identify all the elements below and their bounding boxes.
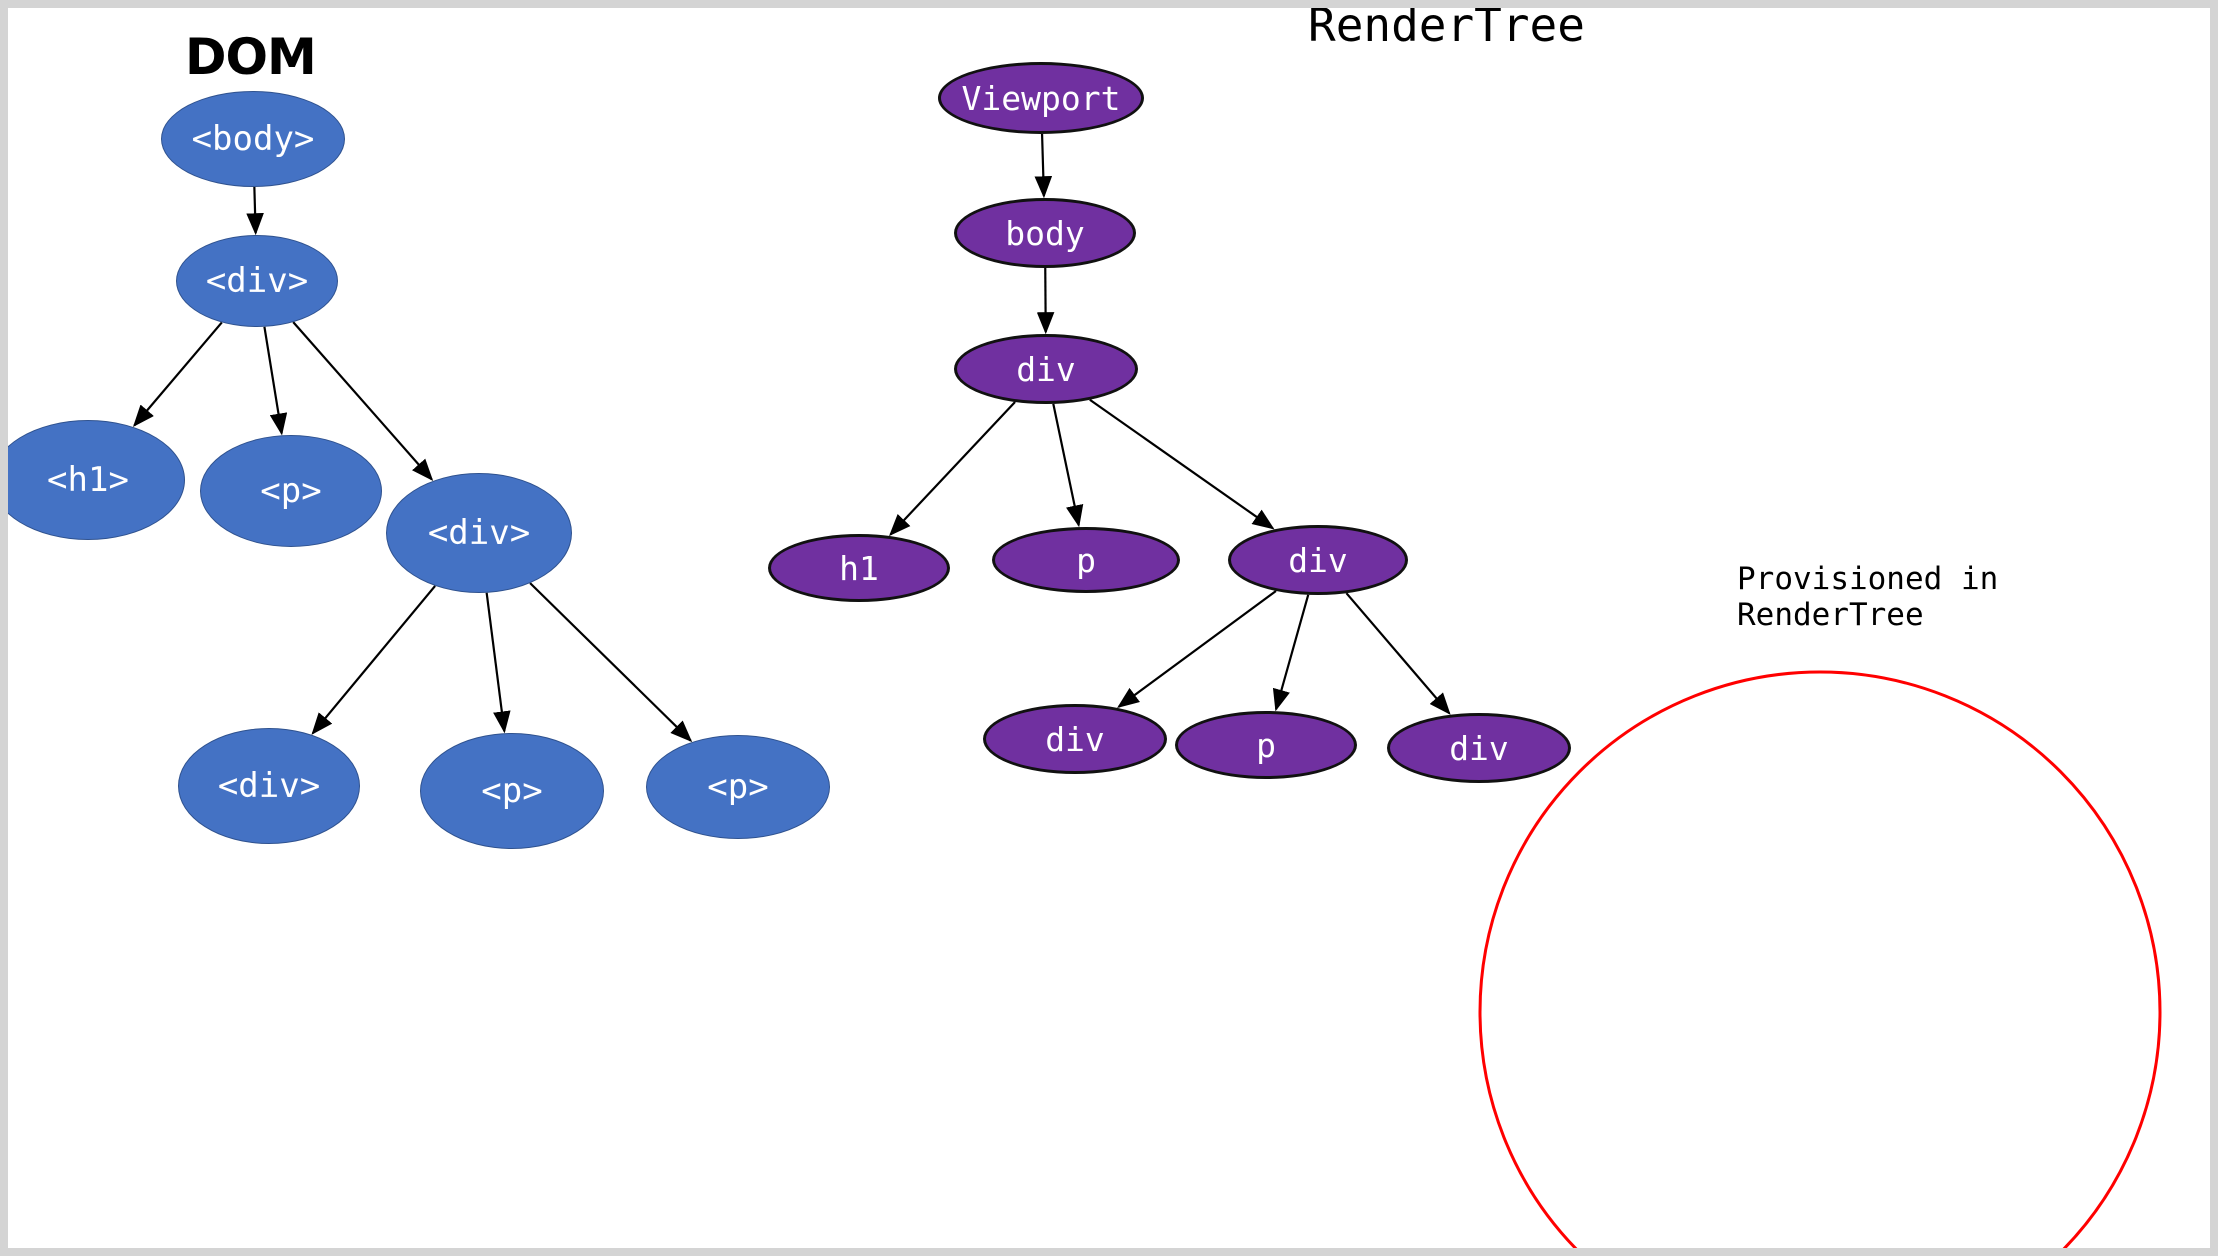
dom-edge-dom-div2-to-dom-div3 bbox=[311, 585, 436, 735]
render-tree-node-viewport-0: Viewport bbox=[938, 62, 1144, 134]
dom-node-p-3: <p> bbox=[200, 435, 382, 547]
render-tree-node-div-2: div bbox=[954, 334, 1138, 404]
dom-edge-dom-body-to-dom-div1 bbox=[246, 186, 264, 236]
render-tree-edge-rt-viewport-to-rt-body bbox=[1034, 133, 1053, 199]
dom-edge-dom-div2-to-dom-p2 bbox=[485, 592, 511, 734]
dom-node-body-0: <body> bbox=[161, 91, 345, 187]
provisioned-in-rendertree-label: Provisioned in RenderTree bbox=[1737, 561, 1999, 633]
render-tree-title: RenderTree bbox=[1308, 0, 1585, 52]
dom-node-p-7: <p> bbox=[646, 735, 830, 839]
render-tree-edge-rt-div2-to-rt-div3 bbox=[1117, 590, 1277, 709]
node-label: div bbox=[1016, 349, 1076, 389]
node-label: h1 bbox=[839, 548, 879, 588]
node-label: div bbox=[1449, 728, 1509, 768]
dom-node-div-1: <div> bbox=[176, 235, 338, 327]
dom-tree-edges bbox=[132, 186, 693, 743]
render-tree-edge-rt-div2-to-rt-div4 bbox=[1345, 592, 1451, 715]
dom-tree-title: DOM bbox=[185, 28, 317, 86]
render-tree-node-p-7: p bbox=[1175, 711, 1357, 779]
provisioned-highlight-circle bbox=[1478, 670, 2162, 1248]
render-tree-node-div-5: div bbox=[1228, 525, 1408, 595]
dom-node-div-4: <div> bbox=[386, 473, 572, 593]
dom-node-p-6: <p> bbox=[420, 733, 604, 849]
node-label: <h1> bbox=[47, 460, 129, 500]
node-label: <div> bbox=[205, 261, 309, 301]
node-label: <body> bbox=[191, 119, 315, 159]
dom-edge-dom-div1-to-dom-p1 bbox=[263, 326, 288, 436]
node-label: <div> bbox=[217, 766, 321, 806]
render-tree-edge-rt-div1-to-rt-div2 bbox=[1089, 398, 1275, 530]
node-label: Viewport bbox=[961, 78, 1121, 118]
node-label: body bbox=[1005, 213, 1085, 253]
dom-edge-dom-div1-to-dom-h1 bbox=[132, 321, 223, 428]
dom-node-div-5: <div> bbox=[178, 728, 360, 844]
render-tree-edge-rt-div1-to-rt-h1 bbox=[889, 401, 1016, 537]
node-label: <div> bbox=[427, 513, 531, 553]
render-tree-edge-rt-div1-to-rt-p1 bbox=[1052, 403, 1084, 528]
render-tree-node-p-4: p bbox=[992, 527, 1180, 593]
node-label: div bbox=[1045, 719, 1105, 759]
render-tree-edge-rt-div2-to-rt-p2 bbox=[1272, 594, 1310, 712]
render-tree-node-div-6: div bbox=[983, 704, 1167, 774]
dom-edge-dom-div2-to-dom-p3 bbox=[529, 582, 693, 743]
node-label: div bbox=[1288, 540, 1348, 580]
node-label: <p> bbox=[707, 767, 769, 807]
render-tree-edges bbox=[889, 133, 1451, 715]
render-tree-node-div-8: div bbox=[1387, 713, 1571, 783]
node-label: <p> bbox=[260, 471, 322, 511]
render-tree-node-body-1: body bbox=[954, 198, 1136, 268]
node-label: p bbox=[1256, 725, 1276, 765]
render-tree-node-h1-3: h1 bbox=[768, 534, 950, 602]
dom-node-h1-2: <h1> bbox=[8, 420, 185, 540]
dom-edge-dom-div1-to-dom-div2 bbox=[292, 321, 434, 481]
node-label: p bbox=[1076, 540, 1096, 580]
node-label: <p> bbox=[481, 771, 543, 811]
